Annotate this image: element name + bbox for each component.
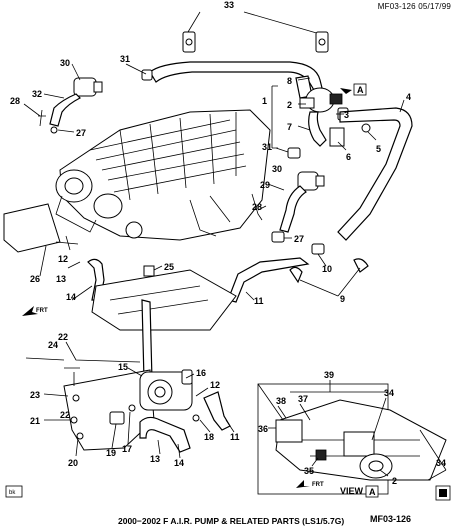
front-arrow-left: FRT: [22, 306, 48, 316]
check-valve-right: [251, 171, 325, 243]
callout-12: 12: [58, 254, 68, 264]
callout-30: 30: [60, 58, 70, 68]
footer-code: MF03-126: [370, 514, 411, 524]
callout-12b: 12: [210, 380, 220, 390]
callout-37: 37: [298, 394, 308, 404]
bk-box: bk: [5, 485, 23, 498]
air-pump-assembly: [63, 367, 231, 453]
callout-13b: 13: [150, 454, 160, 464]
callout-28b: 28: [252, 202, 262, 212]
fastener-25: [143, 265, 155, 277]
callout-38: 38: [276, 396, 286, 406]
svg-text:FRT: FRT: [36, 308, 48, 314]
callout-22: 22: [58, 332, 68, 342]
callout-14b: 14: [174, 458, 184, 468]
callout-labels: 33 31 30 32 28 27 8 1 2 7 31 3 6 5 4 30 …: [10, 0, 446, 486]
clamp-10: [311, 243, 325, 255]
air-pipe-11: [227, 257, 310, 303]
diagram-code-header: MF03-126 05/17/99: [377, 2, 451, 11]
callout-27: 27: [76, 128, 86, 138]
callout-19: 19: [106, 448, 116, 458]
svg-text:VIEW: VIEW: [340, 486, 364, 496]
view-a-label: VIEW A: [340, 485, 379, 498]
callout-8: 8: [287, 76, 292, 86]
callout-2b: 2: [392, 476, 397, 486]
leader-lines: [23, 63, 405, 477]
callout-26: 26: [30, 274, 40, 284]
callout-18: 18: [204, 432, 214, 442]
callout-34: 34: [384, 388, 394, 398]
callout-31b: 31: [262, 142, 272, 152]
callout-30b: 30: [272, 164, 282, 174]
callout-13: 13: [56, 274, 66, 284]
callout-21: 21: [30, 416, 40, 426]
callout-7: 7: [287, 122, 292, 132]
callout-11b: 11: [230, 432, 240, 442]
check-valve-30: [38, 77, 103, 134]
callout-2: 2: [287, 100, 292, 110]
callout-28: 28: [10, 96, 20, 106]
bracket-12: [91, 269, 237, 331]
callout-15: 15: [118, 362, 128, 372]
callout-23: 23: [30, 390, 40, 400]
svg-text:FRT: FRT: [312, 482, 324, 488]
air-pipe-4: [337, 107, 413, 241]
callout-14: 14: [66, 292, 76, 302]
hose-clip-9b: [353, 258, 369, 273]
callout-1: 1: [262, 96, 267, 106]
callout-4: 4: [406, 92, 411, 102]
callout-22b: 22: [60, 410, 70, 420]
svg-text:bk: bk: [9, 490, 16, 496]
callout-25: 25: [164, 262, 174, 272]
plate-26: [3, 203, 61, 253]
callout-33: 33: [224, 0, 234, 10]
svg-text:A: A: [369, 487, 376, 497]
callout-32: 32: [32, 89, 42, 99]
callout-20: 20: [68, 458, 78, 468]
callout-10: 10: [322, 264, 332, 274]
callout-5: 5: [376, 144, 381, 154]
upper-hose: [149, 61, 323, 91]
diagram-title: 2000−2002 F A.I.R. PUMP & RELATED PARTS …: [118, 516, 344, 526]
view-a-callout-upper: A: [340, 83, 367, 96]
callout-35: 35: [304, 466, 314, 476]
callout-29: 29: [260, 180, 270, 190]
manual-icon: [435, 485, 451, 501]
callout-31: 31: [120, 54, 130, 64]
inset-view-box: [257, 383, 447, 495]
callout-17: 17: [122, 444, 132, 454]
callout-36: 36: [258, 424, 268, 434]
callout-24: 24: [48, 340, 58, 350]
clamp-31-upper: [141, 69, 153, 81]
callout-27b: 27: [294, 234, 304, 244]
air-pipe-24: [141, 299, 153, 381]
engine-assembly: [55, 109, 271, 241]
callout-34b: 34: [436, 458, 446, 468]
hose-clip-9: [289, 266, 303, 284]
callout-16: 16: [196, 368, 206, 378]
svg-text:A: A: [357, 85, 364, 95]
hose-clips-33: [182, 11, 329, 53]
callout-39: 39: [324, 370, 334, 380]
callout-6: 6: [346, 152, 351, 162]
callout-9: 9: [340, 294, 345, 304]
front-arrow-right: FRT: [296, 480, 324, 488]
callout-11: 11: [254, 296, 264, 306]
callout-3: 3: [344, 110, 349, 120]
